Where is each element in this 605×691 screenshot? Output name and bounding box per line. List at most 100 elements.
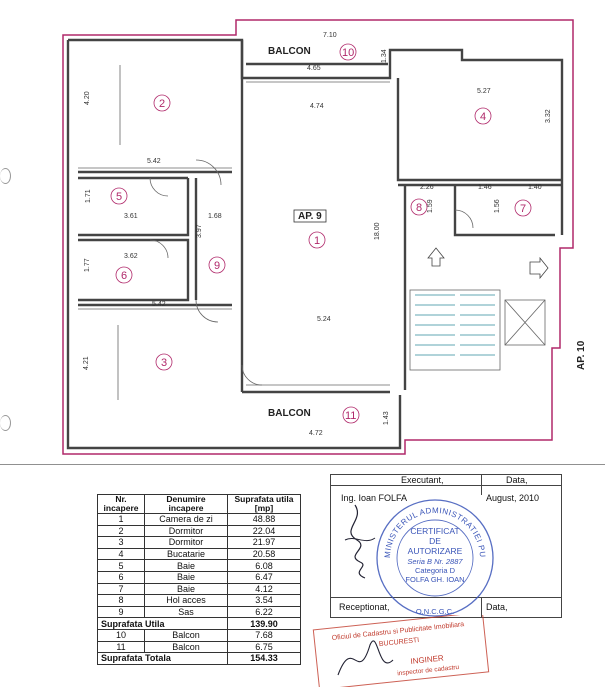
up-arrow-icon xyxy=(427,247,445,267)
executant-name: Ing. Ioan FOLFA xyxy=(341,493,408,503)
row-name: Camera de zi xyxy=(144,513,228,526)
room-numbers xyxy=(110,43,532,424)
row-area: 6.08 xyxy=(227,559,301,572)
executant-label: Executant, xyxy=(401,475,444,485)
row-nr: 4 xyxy=(97,547,145,561)
neighbor-apartment-label: AP. 10 xyxy=(576,340,587,370)
row-area: 6.75 xyxy=(227,640,301,654)
receptionat-label: Receptionat, xyxy=(339,602,390,612)
staircase xyxy=(415,294,495,356)
row-nr: 9 xyxy=(97,605,145,619)
apartment-label: AP. 9 xyxy=(298,211,322,222)
room-number: 1 xyxy=(314,235,320,247)
header-name: Denumire incapere xyxy=(144,494,228,514)
dim-text: 3.97 xyxy=(196,224,203,238)
room-number: 10 xyxy=(342,47,354,59)
divider xyxy=(331,597,561,598)
apartment-outline xyxy=(62,19,574,455)
balcony-top-label: BALCON xyxy=(268,46,311,57)
stamp-line: AUTORIZARE xyxy=(408,546,463,556)
row-area: 4.12 xyxy=(227,582,301,596)
stamp-bottom-text: O.N.C.G.C. xyxy=(416,607,454,616)
stamp-line: DE xyxy=(429,536,441,546)
row-nr: 6 xyxy=(97,570,145,584)
floor-plan: 7.10 4.65 4.74 4.20 5.42 1.71 3.61 1.68 … xyxy=(0,19,605,465)
balcony-bottom-label: BALCON xyxy=(268,408,311,419)
dim-text: 5.27 xyxy=(477,88,491,95)
door-swings xyxy=(149,159,474,386)
room-number: 11 xyxy=(345,410,356,422)
total-area-label: Suprafata Totala xyxy=(97,652,228,665)
dim-text: 1.34 xyxy=(381,49,388,63)
row-nr: 10 xyxy=(97,628,145,642)
room-number: 6 xyxy=(121,270,127,282)
room-area-table: Nr. incapere Denumire incapere Suprafata… xyxy=(97,494,301,665)
divider xyxy=(481,597,482,617)
row-name: Baie xyxy=(144,582,228,596)
row-name: Dormitor xyxy=(144,524,228,538)
row-nr: 5 xyxy=(97,559,145,572)
row-area: 3.54 xyxy=(227,594,301,607)
dim-text: 5.42 xyxy=(147,158,161,165)
row-name: Sas xyxy=(144,605,228,619)
binder-hole xyxy=(0,168,11,184)
dim-text: 4.21 xyxy=(83,356,90,370)
dim-text: 1.40 xyxy=(528,184,542,191)
dim-text: 1.46 xyxy=(478,184,492,191)
signature-scribble xyxy=(344,504,376,579)
dim-text: 18.00 xyxy=(374,222,381,240)
dim-text: 4.65 xyxy=(307,65,321,72)
row-nr: 7 xyxy=(97,582,145,596)
dim-text: 4.20 xyxy=(84,91,91,105)
dim-text: 5.42 xyxy=(152,301,166,308)
cadastre-stamp-line: BUCURESTI xyxy=(379,637,420,648)
stamp-line: Categoria D xyxy=(415,566,456,575)
dim-text: 3.62 xyxy=(124,253,138,260)
room-number: 3 xyxy=(161,357,167,369)
room-number: 8 xyxy=(416,202,422,214)
room-number: 9 xyxy=(214,260,220,272)
room-number: 2 xyxy=(159,98,165,110)
signature-box: Executant, Data, Ing. Ioan FOLFA August,… xyxy=(330,474,562,618)
row-name: Dormitor xyxy=(144,536,228,549)
right-arrow-icon xyxy=(529,256,549,280)
dim-text: 5.24 xyxy=(317,316,331,323)
executant-date: August, 2010 xyxy=(486,493,540,503)
row-name: Bucatarie xyxy=(144,547,228,561)
dim-text: 1.59 xyxy=(427,199,434,213)
table-header-row: Nr. incapere Denumire incapere Suprafata… xyxy=(97,494,301,514)
dim-text: 1.77 xyxy=(84,258,91,272)
inner-lines xyxy=(78,65,546,400)
dim-text: 7.10 xyxy=(323,32,337,39)
cadastre-stamp-line: INGINER xyxy=(410,653,444,665)
row-name: Hol acces xyxy=(144,594,228,607)
row-area: 22.04 xyxy=(227,524,301,538)
cadastre-stamp: Oficiul de Cadastru si Publicitate Imobi… xyxy=(312,615,490,687)
date-label-2: Data, xyxy=(486,602,508,612)
row-name: Baie xyxy=(144,570,228,584)
room-number: 7 xyxy=(520,203,526,215)
row-area: 7.68 xyxy=(227,628,301,642)
dim-text: 4.72 xyxy=(309,430,323,437)
binder-hole xyxy=(0,415,11,431)
authorization-stamp: MINISTERUL ADMINISTRATIEI PUBLICE CERTIF… xyxy=(370,494,494,617)
dim-text: 3.32 xyxy=(545,109,552,123)
room-number: 4 xyxy=(480,111,486,123)
stamp-line: Seria B Nr. 2887 xyxy=(407,557,463,566)
divider xyxy=(331,485,561,486)
walls xyxy=(66,38,564,450)
dim-text: 1.56 xyxy=(494,199,501,213)
row-area: 20.58 xyxy=(227,547,301,561)
total-area-value: 154.33 xyxy=(227,652,301,665)
apartment-label-box xyxy=(293,209,327,223)
